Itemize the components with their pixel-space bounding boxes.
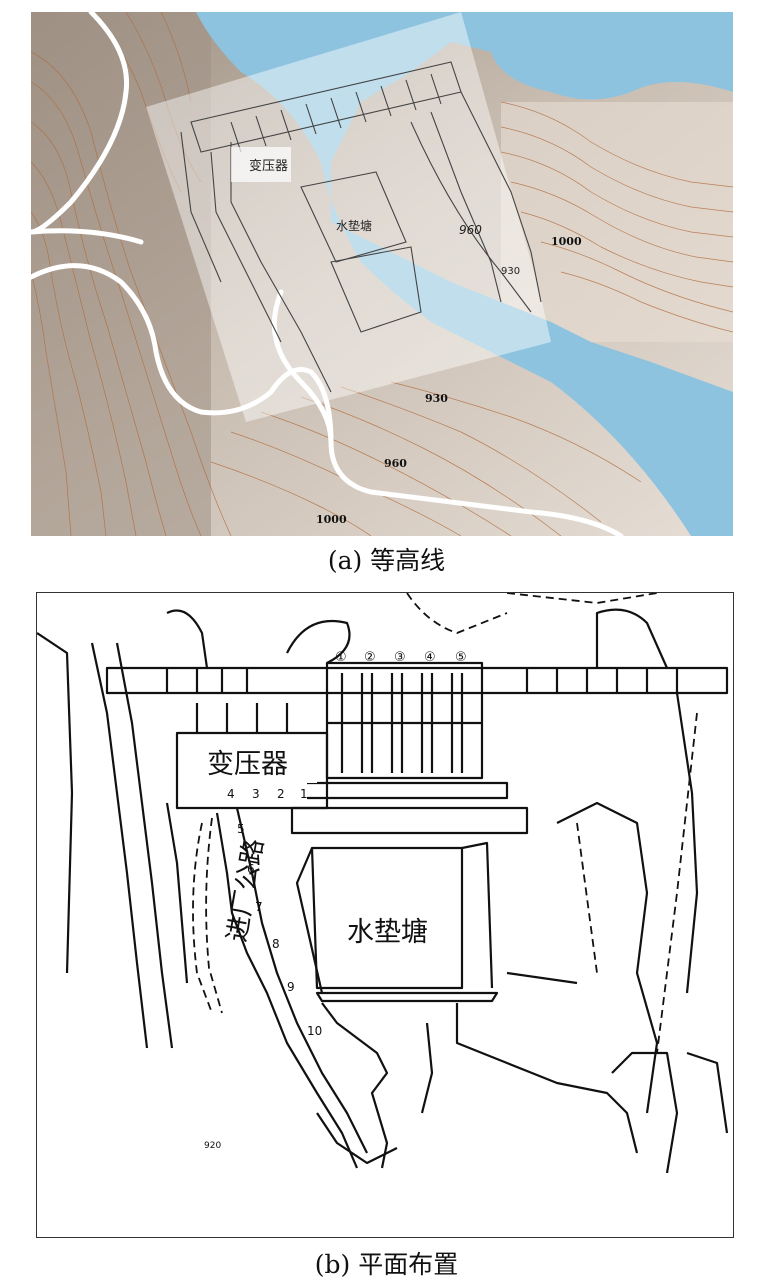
plan-dashed-lines: [192, 593, 698, 1054]
caption-panel-b: (b) 平面布置: [314, 1250, 459, 1279]
terrain-shadow-left: [31, 12, 211, 536]
contour-label-1000-right: 1000: [551, 235, 582, 248]
contour-map-panel: 变压器 水垫塘 960 930 1000 930 960 1000: [31, 12, 733, 536]
elevation-label: 920: [204, 1141, 221, 1151]
unit-markers: ① ② ③ ④ ⑤: [335, 650, 467, 665]
transformer-label-bg: [197, 743, 317, 783]
plan-layout: ① ② ③ ④ ⑤ 4 3 2 1 5 6 7 8 9 10 变压器 水垫塘 进…: [37, 593, 729, 1174]
road-number-10: 10: [307, 1024, 322, 1038]
unit-marker-1: ①: [335, 650, 347, 665]
plan-layout-panel: ① ② ③ ④ ⑤ 4 3 2 1 5 6 7 8 9 10 变压器 水垫塘 进…: [36, 592, 734, 1238]
layout-overlay: 变压器 水垫塘 960 930: [146, 12, 551, 422]
contour-label-960: 960: [384, 457, 407, 470]
road-number-7: 7: [255, 900, 263, 914]
contour-map: 变压器 水垫塘 960 930 1000 930 960 1000: [31, 12, 733, 536]
water-body: [196, 12, 733, 536]
roads: [31, 12, 624, 536]
unit-marker-4: ④: [424, 650, 436, 665]
road-number-5: 5: [237, 822, 245, 836]
transformer-number-2: 2: [277, 787, 285, 801]
transformer-label: 变压器: [207, 749, 288, 780]
caption-panel-a: (a) 等高线: [327, 546, 446, 575]
road-number-6: 6: [247, 862, 255, 876]
overlay-transformer-label: 变压器: [249, 158, 288, 174]
plunge-pool-label: 水垫塘: [347, 917, 428, 948]
contour-label-1000-bottom: 1000: [316, 513, 347, 526]
transformer-number-1: 1: [300, 787, 308, 801]
unit-marker-2: ②: [364, 650, 376, 665]
unit-marker-5: ⑤: [455, 650, 467, 665]
overlay-elev-960: 960: [459, 223, 482, 237]
contour-label-930: 930: [425, 392, 448, 405]
overlay-plunge-pool-label: 水垫塘: [336, 218, 372, 233]
plan-linework: [37, 608, 729, 1174]
transformer-number-4: 4: [227, 787, 235, 801]
terrain-right-slope: [501, 102, 733, 342]
road-numbers: 5 6 7 8 9 10: [237, 822, 322, 1038]
road-number-9: 9: [287, 980, 295, 994]
transformer-numbers: 4 3 2 1: [227, 787, 308, 801]
contour-lines: [31, 12, 733, 536]
unit-marker-3: ③: [394, 650, 406, 665]
water-upper-right: [501, 12, 733, 76]
transformer-number-3: 3: [252, 787, 260, 801]
road-number-8: 8: [272, 937, 280, 951]
overlay-elev-930: 930: [501, 266, 520, 277]
